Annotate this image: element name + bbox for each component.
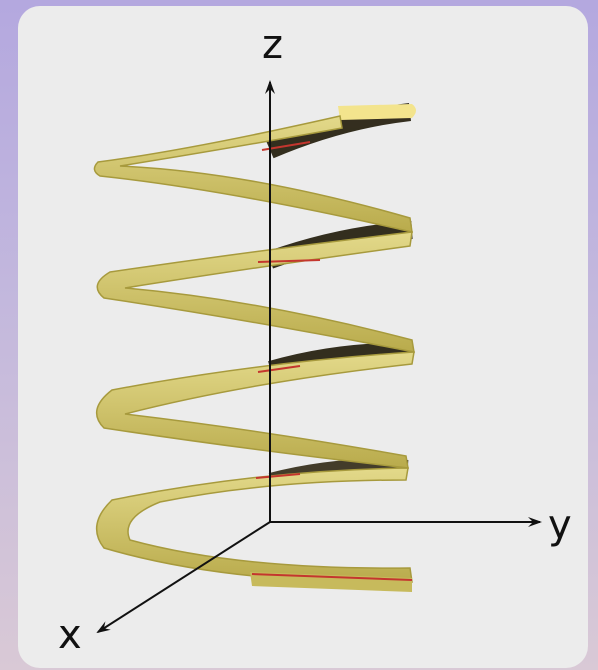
helix-top-end bbox=[338, 104, 416, 120]
helix-loop-1 bbox=[93, 115, 413, 233]
y-axis-label: y bbox=[548, 502, 572, 548]
edge-accents bbox=[251, 141, 413, 581]
x-axis-label: x bbox=[58, 612, 82, 658]
helix-loop-2 bbox=[96, 231, 415, 353]
helix-back-arcs bbox=[266, 103, 413, 483]
helix-bottom-end bbox=[250, 572, 412, 592]
x-axis bbox=[96, 521, 271, 634]
helix-ribbon bbox=[93, 103, 416, 592]
axes bbox=[96, 80, 542, 634]
diagram-panel bbox=[18, 6, 588, 668]
z-axis-label: z bbox=[262, 22, 283, 68]
helix-loop-3 bbox=[95, 351, 415, 469]
helix-loop-4 bbox=[95, 467, 413, 583]
